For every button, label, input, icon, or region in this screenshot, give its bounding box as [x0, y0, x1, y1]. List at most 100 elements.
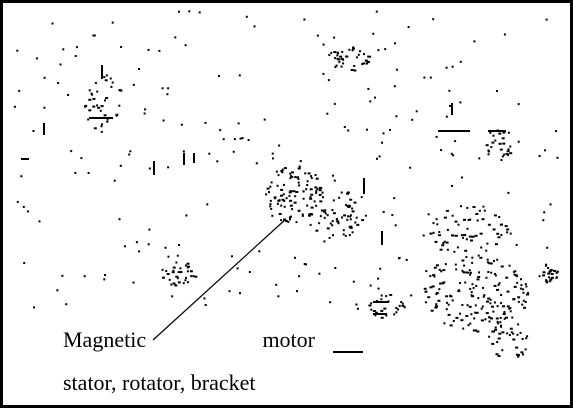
sketch-dot [177, 271, 181, 274]
sketch-dot [524, 348, 527, 351]
sketch-dot [277, 199, 281, 202]
sketch-dot [74, 171, 77, 174]
sketch-dot [161, 268, 164, 271]
sketch-dot [463, 234, 467, 236]
sketch-dot [395, 68, 398, 71]
sketch-dot [478, 271, 480, 274]
sketch-dot [505, 316, 508, 319]
sketch-dot [500, 325, 502, 328]
sketch-dot [13, 105, 16, 108]
sketch-dot [451, 103, 453, 115]
sketch-dot [482, 286, 484, 289]
sketch-dot [295, 191, 299, 193]
sketch-dot [380, 298, 383, 301]
sketch-dot [147, 243, 150, 246]
sketch-dot [469, 271, 472, 274]
sketch-dot [164, 246, 167, 249]
sketch-dot [273, 196, 277, 199]
sketch-dot [394, 224, 397, 227]
sketch-dot [451, 65, 454, 68]
sketch-dot [435, 292, 439, 295]
sketch-dot [527, 291, 530, 294]
sketch-dot [495, 353, 499, 356]
sketch-dot [395, 311, 398, 314]
sketch-dot [314, 174, 317, 176]
sketch-dot [472, 286, 475, 289]
sketch-dot [488, 320, 491, 323]
sketch-dot [166, 273, 170, 275]
sketch-dot [332, 199, 335, 202]
sketch-dot [310, 177, 313, 180]
sketch-dot [546, 246, 549, 249]
sketch-dot [472, 206, 476, 208]
sketch-dot [434, 306, 438, 309]
sketch-dot [488, 316, 491, 319]
sketch-dot [277, 295, 280, 298]
sketch-dot [432, 18, 435, 21]
sketch-dot [469, 287, 472, 290]
sketch-dot [493, 214, 497, 217]
sketch-dot [328, 237, 331, 239]
sketch-dot [96, 104, 99, 107]
sketch-dot [67, 94, 70, 96]
sketch-dot [430, 309, 434, 312]
sketch-dot [315, 177, 319, 180]
sketch-dot [346, 191, 350, 194]
sketch-dot [441, 282, 445, 285]
sketch-dot [280, 219, 283, 222]
sketch-dot [509, 327, 513, 330]
sketch-dot [324, 212, 327, 215]
sketch-dot [496, 90, 498, 92]
sketch-dot [314, 186, 318, 189]
sketch-dot [465, 256, 468, 258]
sketch-dot [515, 243, 518, 246]
sketch-dot [269, 205, 272, 208]
sketch-dot [496, 288, 499, 291]
sketch-dot [306, 204, 309, 207]
sketch-dot [380, 294, 383, 297]
sketch-dot [323, 240, 326, 243]
sketch-dot [478, 157, 481, 160]
sketch-dot [193, 153, 195, 163]
sketch-dot [429, 76, 432, 79]
sketch-dot [485, 312, 489, 315]
sketch-dot [296, 176, 300, 179]
sketch-dot [442, 269, 446, 272]
sketch-dot [329, 222, 332, 225]
sketch-dot [346, 192, 349, 195]
sketch-dot [357, 53, 360, 56]
sketch-dot [538, 155, 541, 157]
sketch-dot [378, 155, 381, 158]
sketch-dot [356, 223, 360, 226]
sketch-dot [91, 93, 94, 96]
sketch-dot [329, 301, 332, 304]
sketch-dot [349, 226, 353, 229]
sketch-dot [549, 203, 552, 206]
sketch-dot [500, 302, 503, 305]
sketch-dot [26, 210, 29, 213]
sketch-dot [288, 216, 291, 219]
sketch-dot [464, 249, 468, 252]
sketch-dot [316, 188, 319, 191]
sketch-dot [461, 269, 464, 272]
sketch-dot [475, 311, 479, 314]
sketch-dot [463, 218, 466, 221]
sketch-dot [488, 262, 491, 265]
sketch-dot [239, 137, 242, 140]
sketch-dot [506, 332, 509, 335]
sketch-dot [549, 270, 552, 272]
sketch-dot [337, 222, 340, 225]
sketch-dot [285, 197, 288, 200]
sketch-dot [265, 193, 268, 196]
sketch-dot [493, 272, 496, 275]
sketch-dot [512, 338, 516, 341]
sketch-dot [455, 268, 458, 271]
sketch-dot [236, 267, 239, 270]
sketch-dot [297, 178, 300, 180]
sketch-dot [410, 294, 413, 297]
sketch-dot [332, 212, 336, 215]
sketch-dot [509, 310, 512, 313]
sketch-dot [218, 75, 220, 78]
sketch-dot [289, 177, 292, 180]
sketch-dot [172, 266, 176, 269]
